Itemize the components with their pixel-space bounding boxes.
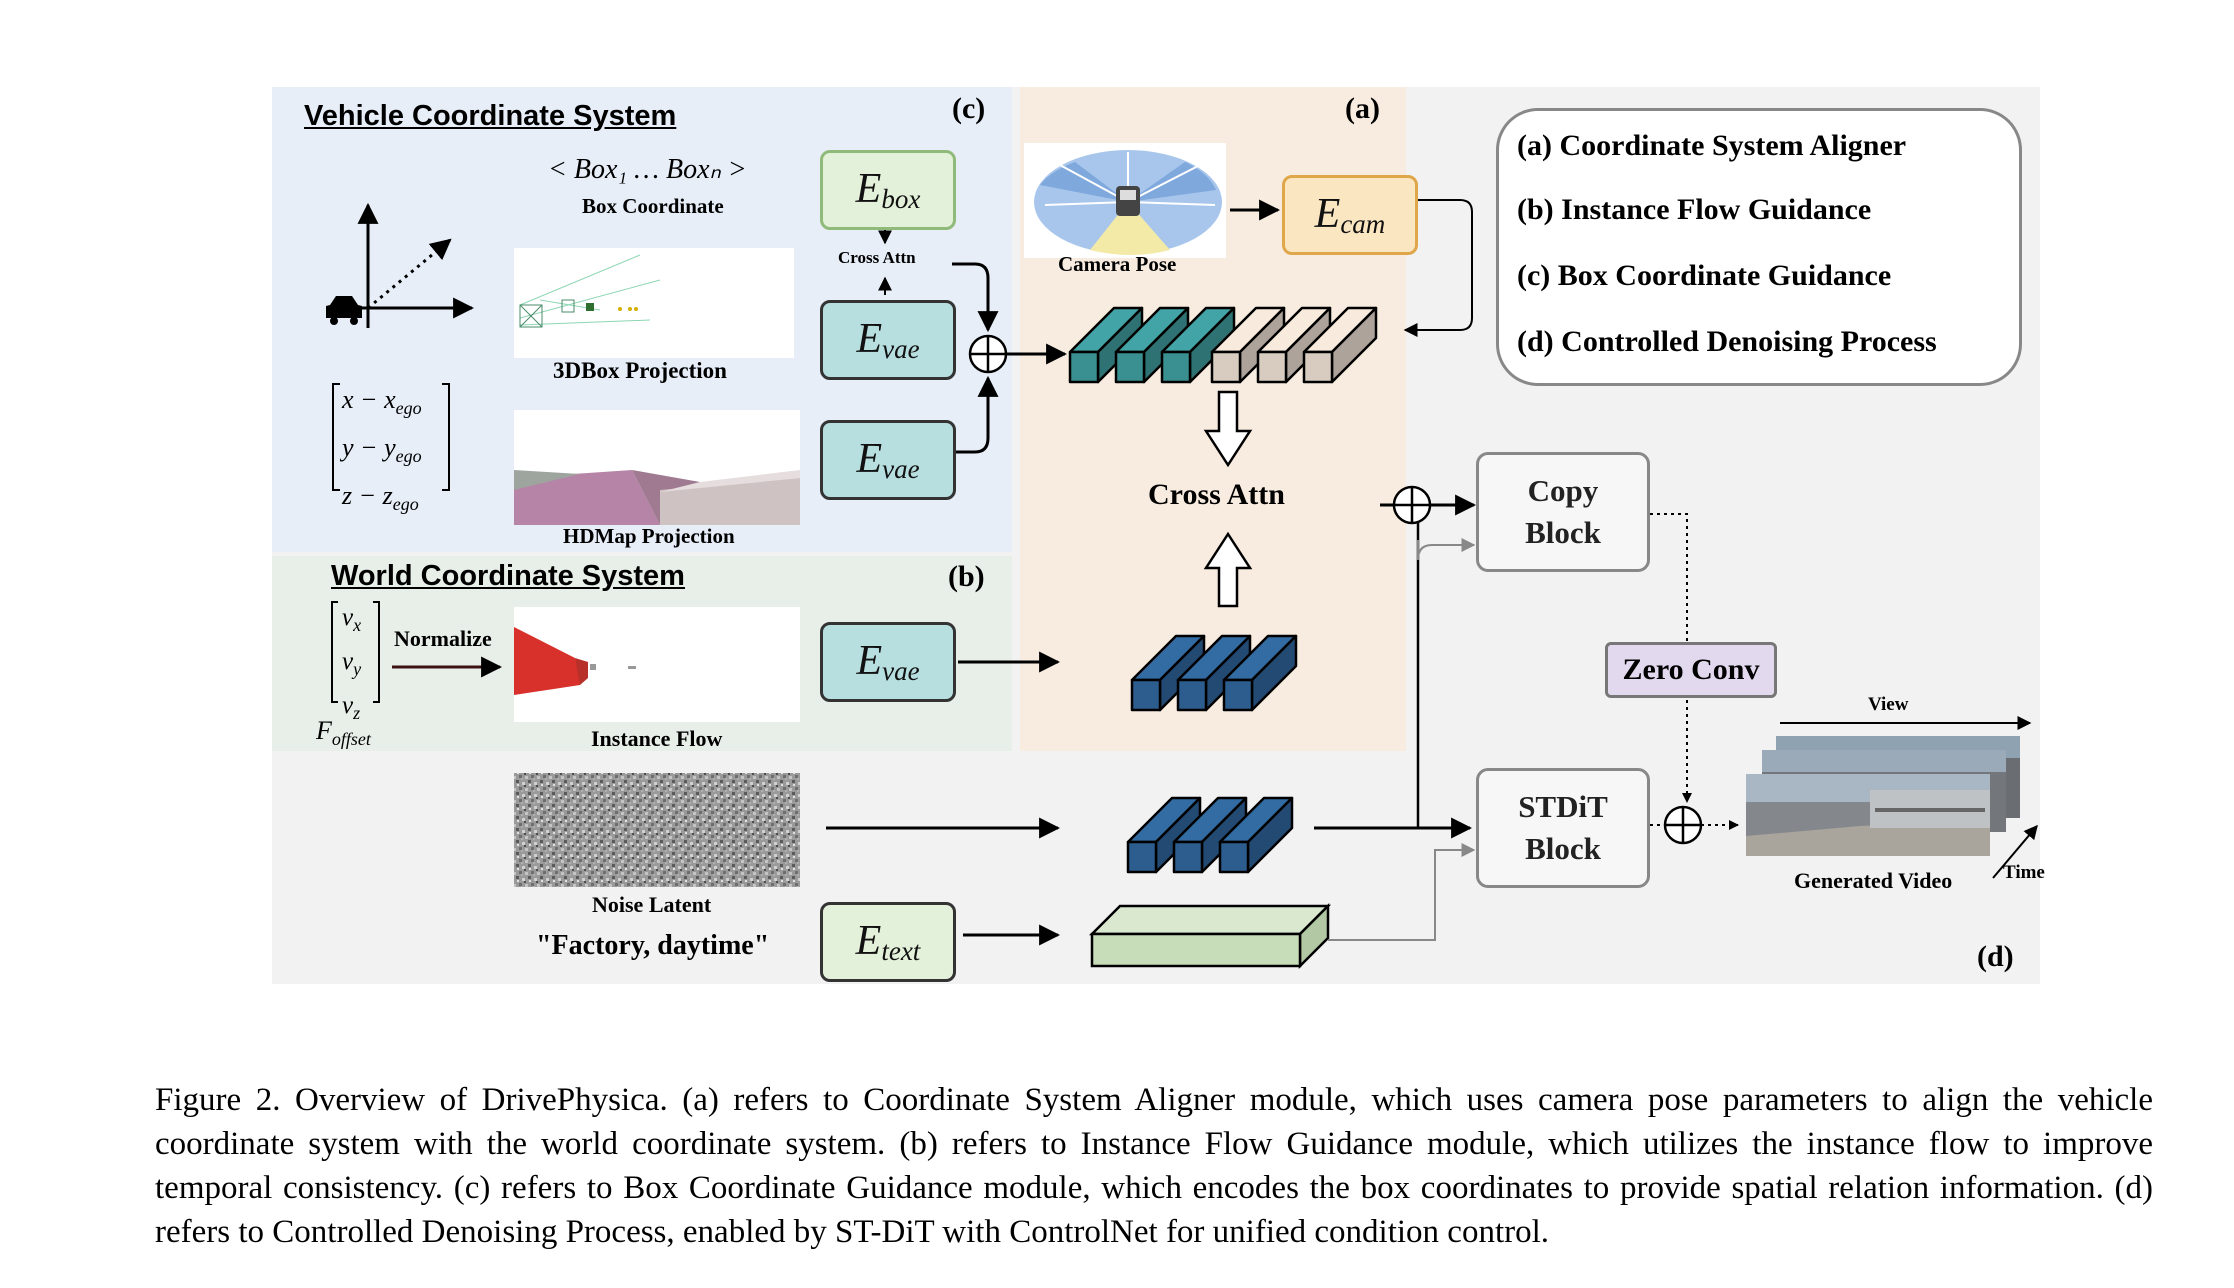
vae-encoder: Evae: [820, 300, 956, 380]
zero-conv-block: Zero Conv: [1605, 642, 1777, 698]
tag-c: (c): [952, 92, 986, 125]
hdmap-projection-image: [514, 410, 800, 525]
hollow-down-arrow: [1203, 390, 1253, 468]
noise-token-cube: [1218, 796, 1294, 874]
noise-token-cube: [1126, 796, 1202, 874]
teal-token-cube: [1114, 306, 1190, 384]
legend-item: (b) Instance Flow Guidance: [1517, 193, 1872, 226]
legend-item: (a) Coordinate System Aligner: [1517, 129, 1907, 162]
3dbox-projection-image: [514, 248, 794, 358]
flow-token-cube: [1130, 634, 1206, 712]
camera-encoder: Ecam: [1282, 175, 1418, 255]
ego-offset-matrix: x − xego y − yego z − zego: [342, 385, 422, 515]
tag-b: (b): [948, 560, 985, 593]
noise-latent-image: [514, 773, 800, 887]
figure-caption: Figure 2. Overview of DrivePhysica. (a) …: [155, 1082, 2153, 1250]
velocity-vector: vx vy vz: [342, 604, 362, 723]
teal-token-cube: [1160, 306, 1236, 384]
latent-token-blocks: [1068, 306, 1378, 874]
text-embedding-block: [1088, 902, 1332, 970]
legend-box: (a) Coordinate System Aligner (b) Instan…: [1496, 108, 2022, 386]
hdmap-projection-label: HDMap Projection: [563, 524, 735, 548]
box-sequence: < Box₁ … Boxₙ >: [548, 154, 747, 185]
f-offset-label: Foffset: [316, 716, 371, 750]
camera-token-cube: [1302, 306, 1378, 384]
legend-item: (c) Box Coordinate Guidance: [1517, 259, 1892, 292]
flow-token-cube: [1222, 634, 1298, 712]
time-axis-label: Time: [2003, 862, 2045, 883]
legend-item: (d) Controlled Denoising Process: [1517, 325, 1937, 358]
noise-latent-label: Noise Latent: [592, 892, 712, 917]
ego-matrix-brackets: [331, 383, 450, 703]
vae-encoder: Evae: [820, 420, 956, 500]
axes-icon: [357, 202, 475, 328]
add-operator-icon: [968, 334, 1008, 374]
tag-a: (a): [1345, 92, 1380, 125]
text-prompt: "Factory, daytime": [536, 930, 770, 961]
box-encoder: Ebox: [820, 150, 956, 230]
zero-conv-dotted-path: [1650, 513, 1739, 830]
add-operator-icon: [1663, 805, 1703, 845]
generated-video-frames: [1746, 736, 2020, 856]
cross-attn-label: Cross Attn: [1148, 478, 1285, 511]
add-operator-icon: [1392, 485, 1432, 525]
tag-d: (d): [1977, 940, 2014, 973]
text-condition-lines: [1328, 538, 1476, 941]
instance-flow-image: [514, 607, 800, 722]
noise-token-cube: [1172, 796, 1248, 874]
3dbox-projection-label: 3DBox Projection: [553, 358, 727, 383]
cross-attn-small-label: Cross Attn: [838, 248, 916, 267]
flow-token-cube: [1176, 634, 1252, 712]
camera-pose-label: Camera Pose: [1058, 252, 1177, 276]
teal-token-cube: [1068, 306, 1144, 384]
world-coordinate-title: World Coordinate System: [331, 560, 685, 592]
vehicle-coordinate-title: Vehicle Coordinate System: [304, 100, 677, 132]
text-encoder: Etext: [820, 902, 956, 982]
camera-token-cube: [1256, 306, 1332, 384]
vae-encoder: Evae: [820, 622, 956, 702]
camera-pose-image: [1024, 143, 1226, 258]
connection-arrows: [826, 199, 2038, 946]
generated-video-label: Generated Video: [1794, 868, 1953, 893]
car-icon: [326, 296, 362, 325]
box-coordinate-label: Box Coordinate: [582, 194, 724, 218]
hollow-up-arrow: [1203, 531, 1253, 608]
normalize-label: Normalize: [394, 626, 492, 651]
view-axis-label: View: [1868, 694, 1909, 715]
instance-flow-label: Instance Flow: [591, 726, 723, 751]
